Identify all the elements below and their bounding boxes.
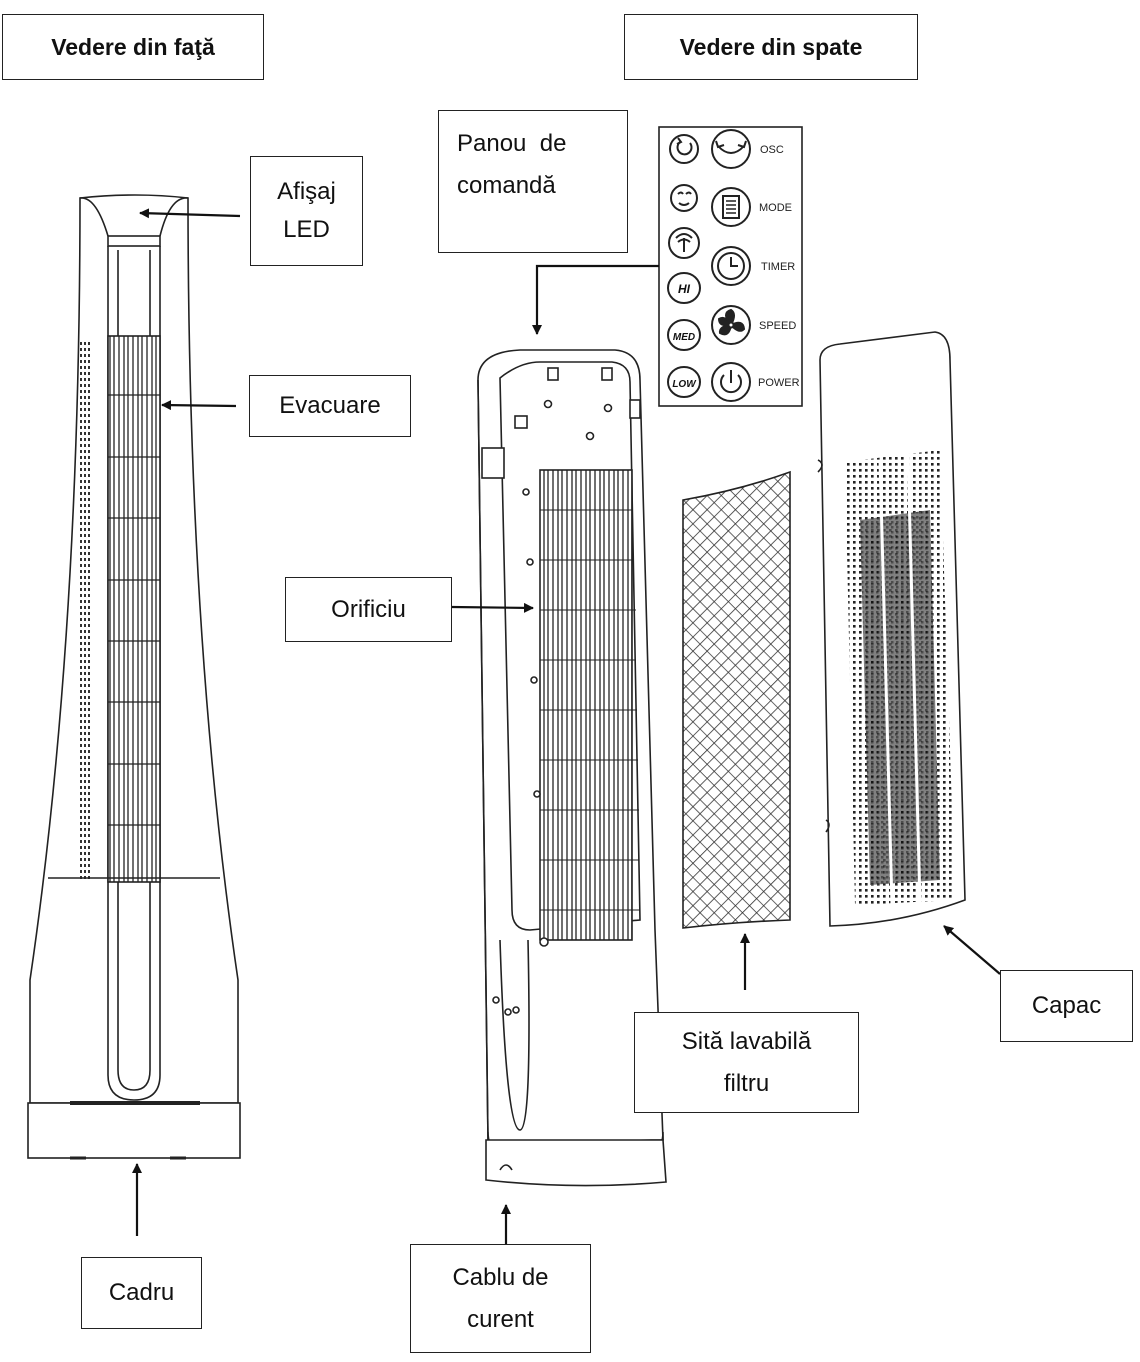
hi-button-label: HI [678, 282, 691, 296]
timer-icon [711, 246, 751, 286]
sleep-mode-icon [670, 184, 698, 212]
back-view-header-text: Vedere din spate [679, 34, 863, 60]
med-button [667, 319, 701, 351]
exhaust-label: Evacuare [249, 375, 411, 437]
natural-wind-icon [668, 227, 700, 259]
callout-arrows [132, 208, 1001, 1268]
osc-label: OSC [760, 144, 784, 156]
frame-text: Cadru [108, 1279, 175, 1306]
control-panel-line-1: Panou de [457, 130, 567, 157]
cover-label: Capac [1000, 970, 1133, 1042]
low-button [667, 366, 701, 398]
power-label: POWER [758, 377, 800, 389]
back-view-header: Vedere din spate [624, 14, 918, 80]
power-icon [711, 362, 751, 402]
washable-filter-mesh [682, 470, 791, 929]
back-cover [817, 331, 966, 927]
opening-text: Orificiu [331, 595, 406, 623]
back-tower-housing [477, 349, 667, 1187]
low-button-label: LOW [672, 379, 697, 390]
control-panel-arrow [532, 264, 659, 335]
oscillate-icon [669, 134, 699, 164]
led-display-line-2: LED [283, 216, 330, 243]
opening-arrow [451, 602, 534, 613]
filter-line-1: Sită lavabilă [681, 1027, 812, 1055]
hi-button [667, 272, 701, 304]
exhaust-text: Evacuare [279, 392, 381, 419]
power-cable-line-1: Cablu de [452, 1263, 549, 1291]
front-tower-fan [27, 194, 241, 1160]
frame-label: Cadru [81, 1257, 202, 1329]
cover-text: Capac [1031, 992, 1102, 1019]
led-display-arrow [139, 208, 241, 219]
osc-button-icon [711, 129, 751, 169]
control-panel-illustration: HI MED LOW [658, 126, 803, 407]
mode-icon [711, 187, 751, 227]
fan-speed-icon [711, 305, 751, 345]
cover-arrow [943, 925, 1001, 975]
control-panel-line-2: comandă [457, 172, 556, 199]
timer-label: TIMER [761, 261, 795, 273]
power-cable-line-2: curent [467, 1305, 534, 1333]
med-button-label: MED [673, 332, 695, 343]
front-view-header-text: Vedere din faţă [51, 34, 215, 60]
filter-line-2: filtru [723, 1069, 770, 1097]
led-display-line-1: Afişaj [277, 178, 336, 205]
led-display-label: Afişaj LED [250, 156, 363, 266]
mode-label: MODE [759, 202, 792, 214]
control-panel-label: Panou de comandă [438, 110, 628, 253]
front-view-header: Vedere din faţă [2, 14, 264, 80]
power-cable-label: Cablu de curent [410, 1244, 591, 1353]
filter-label: Sită lavabilă filtru [634, 1012, 859, 1113]
speed-label: SPEED [759, 320, 796, 332]
exhaust-arrow [161, 400, 237, 411]
opening-label: Orificiu [285, 577, 452, 642]
